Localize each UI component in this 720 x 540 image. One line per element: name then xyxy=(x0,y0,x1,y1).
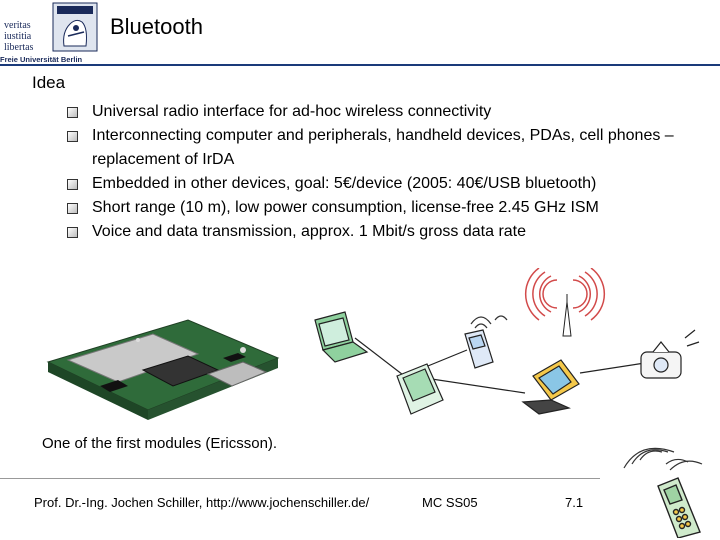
bullet-item: Voice and data transmission, approx. 1 M… xyxy=(67,220,707,244)
bullet-text: Voice and data transmission, approx. 1 M… xyxy=(92,223,527,240)
bullet-item: Universal radio interface for ad-hoc wir… xyxy=(67,100,707,124)
slide-title: Bluetooth xyxy=(110,14,203,39)
mobile-phone-icon xyxy=(464,329,494,369)
laptop-icon xyxy=(314,311,369,363)
bullet-text: Embedded in other devices, goal: 5€/devi… xyxy=(92,175,597,192)
checkbox-bullet-icon xyxy=(67,203,78,214)
bullet-item: Interconnecting computer and peripherals… xyxy=(67,124,707,172)
bullet-text: Short range (10 m), low power consumptio… xyxy=(92,199,599,216)
pda-icon xyxy=(396,363,444,415)
checkbox-bullet-icon xyxy=(67,179,78,190)
bullet-text: Universal radio interface for ad-hoc wir… xyxy=(92,103,492,120)
footer-rule xyxy=(0,478,600,479)
checkbox-bullet-icon xyxy=(67,107,78,118)
footer-author: Prof. Dr.-Ing. Jochen Schiller, http://w… xyxy=(34,495,370,510)
logo-seal-icon xyxy=(52,2,98,52)
cell-phone-signal-illustration xyxy=(623,447,703,538)
phone-handset-icon xyxy=(657,477,701,538)
checkbox-bullet-icon xyxy=(67,131,78,142)
footer-page-number: 7.1 xyxy=(565,495,584,510)
camera-icon xyxy=(640,329,700,379)
logo-name: Freie Universität Berlin xyxy=(0,55,83,64)
checkbox-bullet-icon xyxy=(67,227,78,238)
bluetooth-module-image xyxy=(46,319,280,420)
header-rule xyxy=(0,64,720,66)
university-logo: veritas iustitia libertas Freie Universi… xyxy=(0,0,100,68)
signal-waves-icon xyxy=(623,447,703,471)
bullet-item: Embedded in other devices, goal: 5€/devi… xyxy=(67,172,707,196)
section-heading: Idea xyxy=(32,73,66,92)
bullet-text: Interconnecting computer and peripherals… xyxy=(92,127,674,168)
laptop-icon xyxy=(521,359,580,415)
bluetooth-network-illustration xyxy=(314,268,700,415)
bullet-item: Short range (10 m), low power consumptio… xyxy=(67,196,707,220)
logo-word: iustitia xyxy=(4,31,32,42)
image-caption: One of the first modules (Ericsson). xyxy=(42,435,278,452)
footer-course: MC SS05 xyxy=(422,495,478,510)
radio-tower-icon xyxy=(562,294,572,337)
logo-motto: veritas iustitia libertas xyxy=(4,20,33,53)
logo-word: veritas xyxy=(4,20,31,31)
logo-word: libertas xyxy=(4,42,34,53)
bullet-list: Universal radio interface for ad-hoc wir… xyxy=(67,100,707,244)
radio-waves-icon xyxy=(524,268,606,321)
